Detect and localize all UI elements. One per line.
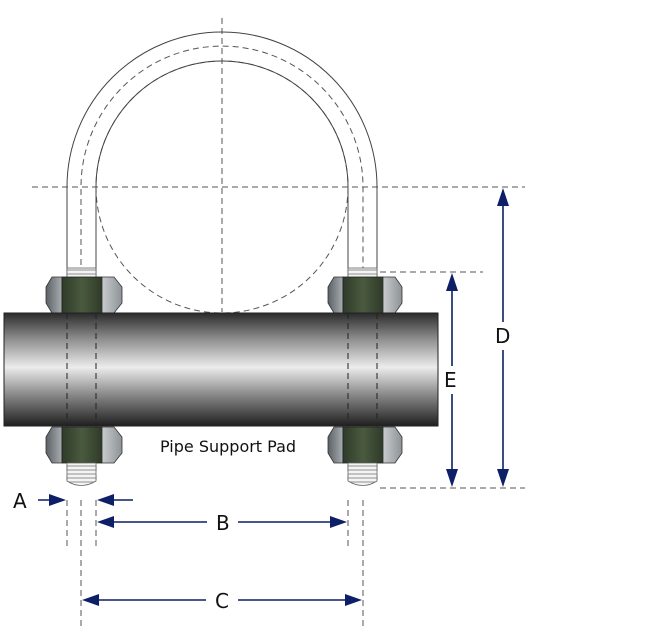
dimension-a: A: [13, 489, 133, 513]
dimension-c-label: C: [215, 589, 229, 613]
center-lines: [32, 18, 525, 628]
pad-label: Pipe Support Pad: [160, 437, 296, 456]
dimension-b-label: B: [216, 511, 230, 535]
dimension-c: C: [82, 589, 362, 613]
top-left-nut: [45, 276, 123, 314]
dimension-a-label: A: [13, 489, 27, 513]
bottom-right-nut: [327, 426, 403, 464]
dimension-e-label: E: [444, 368, 457, 392]
dimension-e: E: [444, 273, 458, 487]
pipe-support-pad: [3, 312, 439, 427]
u-bolt-inner-edge: [95, 60, 349, 275]
left-bottom-thread: [66, 462, 97, 486]
dimension-d-label: D: [495, 324, 510, 348]
dimension-b: B: [97, 511, 347, 535]
dimension-d: D: [495, 188, 510, 487]
u-bolt-outer-edge: [66, 31, 378, 275]
right-bottom-thread: [347, 462, 378, 486]
top-right-nut: [327, 276, 403, 314]
bottom-left-nut: [45, 426, 123, 464]
